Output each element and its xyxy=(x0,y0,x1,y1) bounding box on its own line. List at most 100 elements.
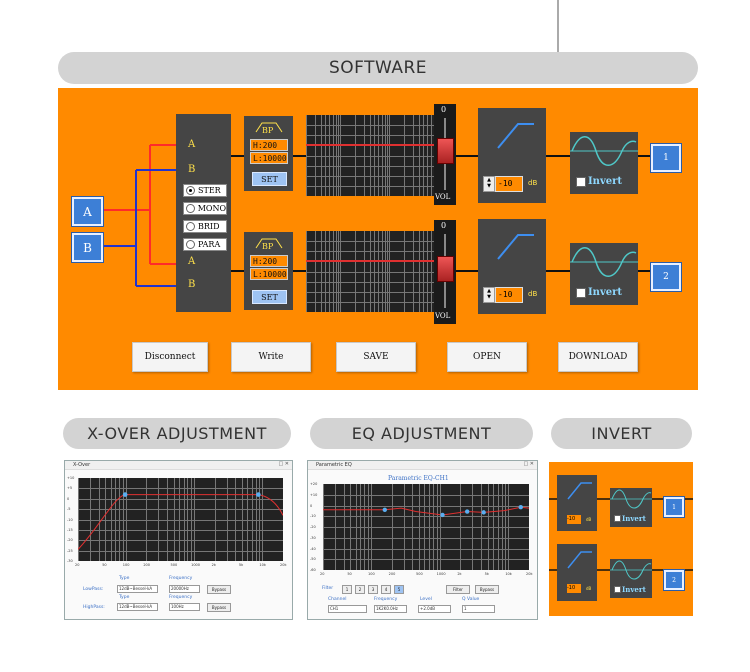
mode-para-radio[interactable]: PARA xyxy=(183,238,227,251)
eq-graph-title: Parametric EQ-CH1 xyxy=(388,475,449,482)
filter-1-button[interactable]: 1 xyxy=(342,585,352,594)
grid-line xyxy=(306,291,453,293)
q-value-field[interactable]: 1 xyxy=(462,605,495,613)
phase-stepper[interactable]: ▲▼ xyxy=(483,287,495,303)
x-tick-label: 1000 xyxy=(436,572,446,576)
highpass-freq-field[interactable]: 100Hz xyxy=(169,603,200,611)
mini-phase-block-2: -10 dB xyxy=(557,544,597,601)
highpass-type-select[interactable]: 12dB~Bessel-kA xyxy=(117,603,158,611)
mode-brid-label: BRID xyxy=(198,222,220,231)
eq-graph-ch1[interactable] xyxy=(306,115,453,196)
eq-graph[interactable] xyxy=(323,484,529,570)
input-b-button[interactable]: B xyxy=(72,233,103,262)
y-tick-label: -25 xyxy=(67,548,73,553)
input-a-button[interactable]: A xyxy=(72,197,103,226)
phase-value-ch2[interactable]: -10 xyxy=(495,287,523,303)
lowpass-freq-field[interactable]: 20000Hz xyxy=(169,585,200,593)
mini-phase-value-1[interactable]: -10 xyxy=(567,515,581,524)
save-button[interactable]: SAVE xyxy=(336,342,416,372)
grid-line xyxy=(306,241,453,243)
x-tick-label: 50 xyxy=(102,563,107,567)
output-2-button[interactable]: 2 xyxy=(651,263,681,291)
grid-line xyxy=(306,281,453,283)
ch2-low-field[interactable]: L:10000 xyxy=(250,268,288,280)
x-tick-label: 10k xyxy=(259,563,266,567)
volume-knob[interactable] xyxy=(437,256,454,282)
invert-checkbox-ch1[interactable]: Invert xyxy=(576,176,622,187)
download-button[interactable]: DOWNLOAD xyxy=(558,342,638,372)
volume-slider-ch1[interactable]: 0 VOL xyxy=(434,104,456,205)
channel-select[interactable]: CH1 xyxy=(328,605,367,613)
eq-band-handle[interactable] xyxy=(465,509,470,514)
mini-invert-checkbox-2[interactable]: Invert xyxy=(614,585,646,594)
routing-wires xyxy=(102,144,651,287)
phase-value-ch1[interactable]: -10 xyxy=(495,176,523,192)
highpass-bypass-button[interactable]: Bypass xyxy=(207,603,231,612)
grid-line xyxy=(78,529,283,531)
invert-label: Invert xyxy=(588,287,623,298)
y-tick-label: -20 xyxy=(310,525,316,529)
window-controls-icon[interactable]: □ ✕ xyxy=(278,461,289,467)
mini-output-2-button[interactable]: 2 xyxy=(664,570,684,590)
xover-title: X-Over xyxy=(73,462,91,468)
level-label: Level xyxy=(420,597,432,602)
ch1-low-field[interactable]: L:10000 xyxy=(250,152,288,164)
mode-mono-radio[interactable]: MONO xyxy=(183,202,227,215)
open-button[interactable]: OPEN xyxy=(447,342,527,372)
grid-line xyxy=(78,519,283,521)
lowpass-type-select[interactable]: 12dB~Bessel-kA xyxy=(117,585,158,593)
write-button[interactable]: Write xyxy=(231,342,311,372)
mode-ster-radio[interactable]: STER xyxy=(183,184,227,197)
output-1-button[interactable]: 1 xyxy=(651,144,681,172)
lowpass-bypass-button[interactable]: Bypass xyxy=(207,585,231,594)
eq-frequency-field[interactable]: 1K2K0.0Hz xyxy=(374,605,407,613)
mini-phase-value-2[interactable]: -10 xyxy=(567,584,581,593)
phase-unit: dB xyxy=(528,290,538,298)
mini-phase-unit-2: dB xyxy=(586,586,592,591)
q-value-label: Q Value xyxy=(462,597,480,602)
grid-line xyxy=(323,505,529,507)
phase-unit: dB xyxy=(528,179,538,187)
crossover-handle[interactable] xyxy=(256,492,261,497)
filter-toggle-button[interactable]: Filter xyxy=(446,585,470,594)
ch1-high-field[interactable]: H:200 xyxy=(250,139,288,151)
eq-band-handle[interactable] xyxy=(518,505,523,510)
eq-band-handle[interactable] xyxy=(481,510,486,515)
x-tick-label: 1000 xyxy=(191,563,201,567)
y-tick-label: -10 xyxy=(310,514,316,519)
x-tick-label: 5k xyxy=(484,572,489,576)
phase-stepper[interactable]: ▲▼ xyxy=(483,176,495,192)
level-field[interactable]: +2.0dB xyxy=(418,605,451,613)
eq-graph-ch2[interactable] xyxy=(306,231,453,312)
x-tick-label: 100 xyxy=(367,572,375,576)
invert-checkbox-ch2[interactable]: Invert xyxy=(576,287,622,298)
checkbox-icon xyxy=(614,586,621,593)
ch2-high-field[interactable]: H:200 xyxy=(250,255,288,267)
volume-knob[interactable] xyxy=(437,138,454,164)
x-tick-label: 50 xyxy=(347,572,352,576)
filter-3-button[interactable]: 3 xyxy=(368,585,378,594)
eq-bypass-button[interactable]: Bypass xyxy=(475,585,499,594)
volume-top-label: 0 xyxy=(441,221,447,230)
filter-4-button[interactable]: 4 xyxy=(381,585,391,594)
xover-graph[interactable] xyxy=(78,478,283,561)
eq-band-handle[interactable] xyxy=(440,512,445,518)
ch2-set-button[interactable]: SET xyxy=(252,290,287,304)
disconnect-button[interactable]: Disconnect xyxy=(132,342,208,372)
ch1-set-button[interactable]: SET xyxy=(252,172,287,186)
filter-2-button[interactable]: 2 xyxy=(355,585,365,594)
mini-output-1-button[interactable]: 1 xyxy=(664,497,684,517)
y-tick-label: +10 xyxy=(67,476,75,480)
radio-icon xyxy=(186,240,195,249)
filter-5-button[interactable]: 5 xyxy=(394,585,404,594)
eq-band-handle[interactable] xyxy=(382,507,387,512)
mini-invert-checkbox-1[interactable]: Invert xyxy=(614,514,646,523)
window-controls-icon[interactable]: □ ✕ xyxy=(523,461,534,467)
response-line xyxy=(306,260,453,263)
radio-icon xyxy=(186,204,195,213)
crossover-handle[interactable] xyxy=(122,492,128,497)
mode-brid-radio[interactable]: BRID xyxy=(183,220,227,233)
y-tick-label: -30 xyxy=(310,535,316,540)
frequency-label-2: Frequency xyxy=(169,595,193,600)
volume-slider-ch2[interactable]: 0 VOL xyxy=(434,220,456,324)
